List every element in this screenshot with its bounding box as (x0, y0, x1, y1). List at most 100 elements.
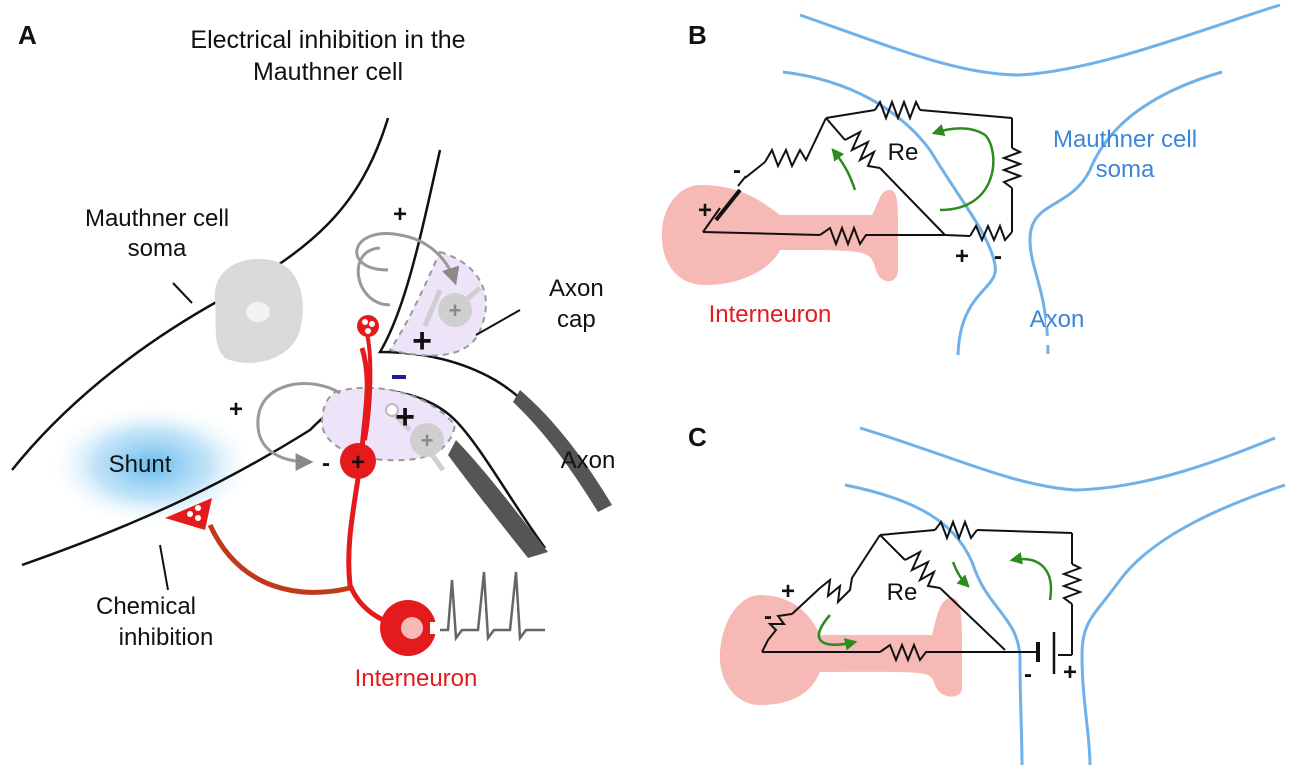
upper-terminal-plus: + (449, 298, 462, 323)
interneuron-lower-terminal (340, 443, 376, 479)
c-resistor-right (1061, 563, 1083, 605)
b-resistor-right (1001, 147, 1023, 189)
panel-c-letter: C (688, 422, 707, 452)
upper-terminal-bouton (438, 293, 472, 327)
interneuron-upper-branch (363, 329, 373, 441)
c-current-arrow-left (817, 614, 858, 651)
c-wire-left-mid (791, 587, 821, 615)
blue-minus-sign (392, 375, 406, 379)
axon-cap-label-line1: Axon (549, 275, 604, 302)
b-axon-minus: - (994, 243, 1002, 270)
soma-label-tick (172, 282, 193, 304)
c-re-label: Re (887, 579, 918, 606)
interneuron-notch (430, 622, 442, 634)
interneuron-label-a: Interneuron (355, 665, 478, 692)
lower-loop-minus: - (322, 450, 330, 477)
b-soma-top-outline (799, 3, 1281, 77)
lower-loop-plus: + (229, 396, 243, 423)
b-wire-re-top (825, 117, 846, 141)
upper-current-loop (355, 232, 460, 286)
chemical-label-line1: Chemical (96, 593, 196, 620)
c-resistor-lower-left (761, 613, 793, 653)
c-soma-left-outline (844, 483, 1024, 766)
chemical-pointer (159, 544, 169, 591)
lower-terminal-bouton (410, 423, 444, 457)
nucleolus (246, 302, 270, 322)
b-wire-bottom-junction (944, 234, 971, 237)
panel-a-letter: A (18, 20, 37, 50)
panel-a-title-line2: Mauthner cell (253, 58, 403, 86)
axon-cap-pointer (475, 309, 521, 336)
panel-a-title-line1: Electrical inhibition in the (190, 26, 465, 54)
axon-shape-left (448, 440, 548, 558)
soma-label-line2: soma (128, 235, 187, 262)
b-wire-re-bottom (879, 167, 946, 236)
chem-vesicle-2 (195, 505, 201, 511)
c-soma-right-outline (1080, 483, 1286, 766)
b-re-label: Re (888, 139, 919, 166)
c-interneuron-shape (719, 595, 962, 705)
interneuron-axon (346, 347, 397, 628)
shunt-label: Shunt (109, 451, 172, 478)
axon-label: Axon (561, 447, 616, 474)
b-resistor-top (874, 99, 921, 121)
b-axon-plus: + (955, 243, 969, 270)
lower-cap-plus: + (395, 398, 415, 436)
b-battery-long-plate (714, 188, 742, 222)
c-current-arrow-right (1009, 552, 1053, 601)
b-wire-bottom-left (702, 231, 821, 236)
lower-current-loop (256, 382, 341, 471)
c-resistor-top (934, 519, 978, 541)
upper-loop-plus: + (393, 201, 407, 228)
upper-terminal-stalk (422, 289, 443, 327)
soma-label-line1: Mauthner cell (85, 205, 229, 232)
lower-terminal-plus: + (421, 428, 434, 453)
c-resistor-re (904, 549, 941, 589)
c-interneuron-plus: + (781, 578, 795, 605)
c-soma-top-outline (859, 426, 1276, 492)
b-resistor-bottom (819, 225, 870, 247)
c-wire-re-top (879, 534, 906, 561)
upper-axon-cap (388, 250, 487, 357)
b-soma-label-line2: soma (1096, 156, 1155, 183)
upper-current-loop-tail (356, 246, 391, 307)
panel-a: A Electrical inhibition in the Mauthner … (11, 20, 616, 692)
lower-terminal-stalk (393, 413, 412, 432)
panel-b-letter: B (688, 20, 707, 50)
b-current-arrow-left (831, 148, 857, 191)
b-battery-minus: - (733, 157, 741, 184)
b-interneuron-shape (661, 185, 898, 285)
b-wire-top-right (919, 109, 1013, 119)
shunt-glow (47, 403, 257, 527)
c-interneuron-minus: - (764, 603, 772, 630)
chemical-branch (207, 523, 351, 595)
upper-terminal-stalk2 (464, 286, 482, 302)
panel-b: B Mauthner cell soma Axon Interneuron (661, 3, 1281, 356)
b-wire-to-resistor (744, 161, 766, 179)
b-axon-label: Axon (1030, 306, 1085, 333)
interneuron-nucleus (401, 617, 423, 639)
c-current-arrow-mid (951, 561, 970, 588)
axon-shape-right (513, 390, 612, 512)
b-interneuron-label: Interneuron (709, 301, 832, 328)
b-wire-battery-left (702, 207, 721, 233)
b-battery-short-plate (737, 175, 747, 187)
axon-cap-label-line2: cap (557, 306, 596, 333)
b-wire-top-left (825, 109, 876, 119)
c-wire-top-right (976, 529, 1073, 534)
b-resistor-left-diag (764, 117, 827, 169)
chemical-label-line2: inhibition (119, 624, 214, 651)
c-resistor-bottom (879, 642, 935, 663)
b-battery-plus: + (698, 197, 712, 224)
c-wire-re-bottom (939, 587, 1006, 651)
vesicle-2 (369, 321, 375, 327)
panel-c: C - + + - Re (688, 422, 1286, 766)
b-resistor-re (844, 129, 881, 169)
interneuron-terminal-plus: + (351, 449, 365, 476)
b-resistor-bottom-right (969, 223, 1013, 243)
upper-cap-plus: + (412, 322, 432, 360)
b-current-arrow-loop (931, 124, 995, 212)
c-battery-minus: - (1024, 661, 1032, 688)
chem-vesicle-3 (195, 515, 201, 521)
